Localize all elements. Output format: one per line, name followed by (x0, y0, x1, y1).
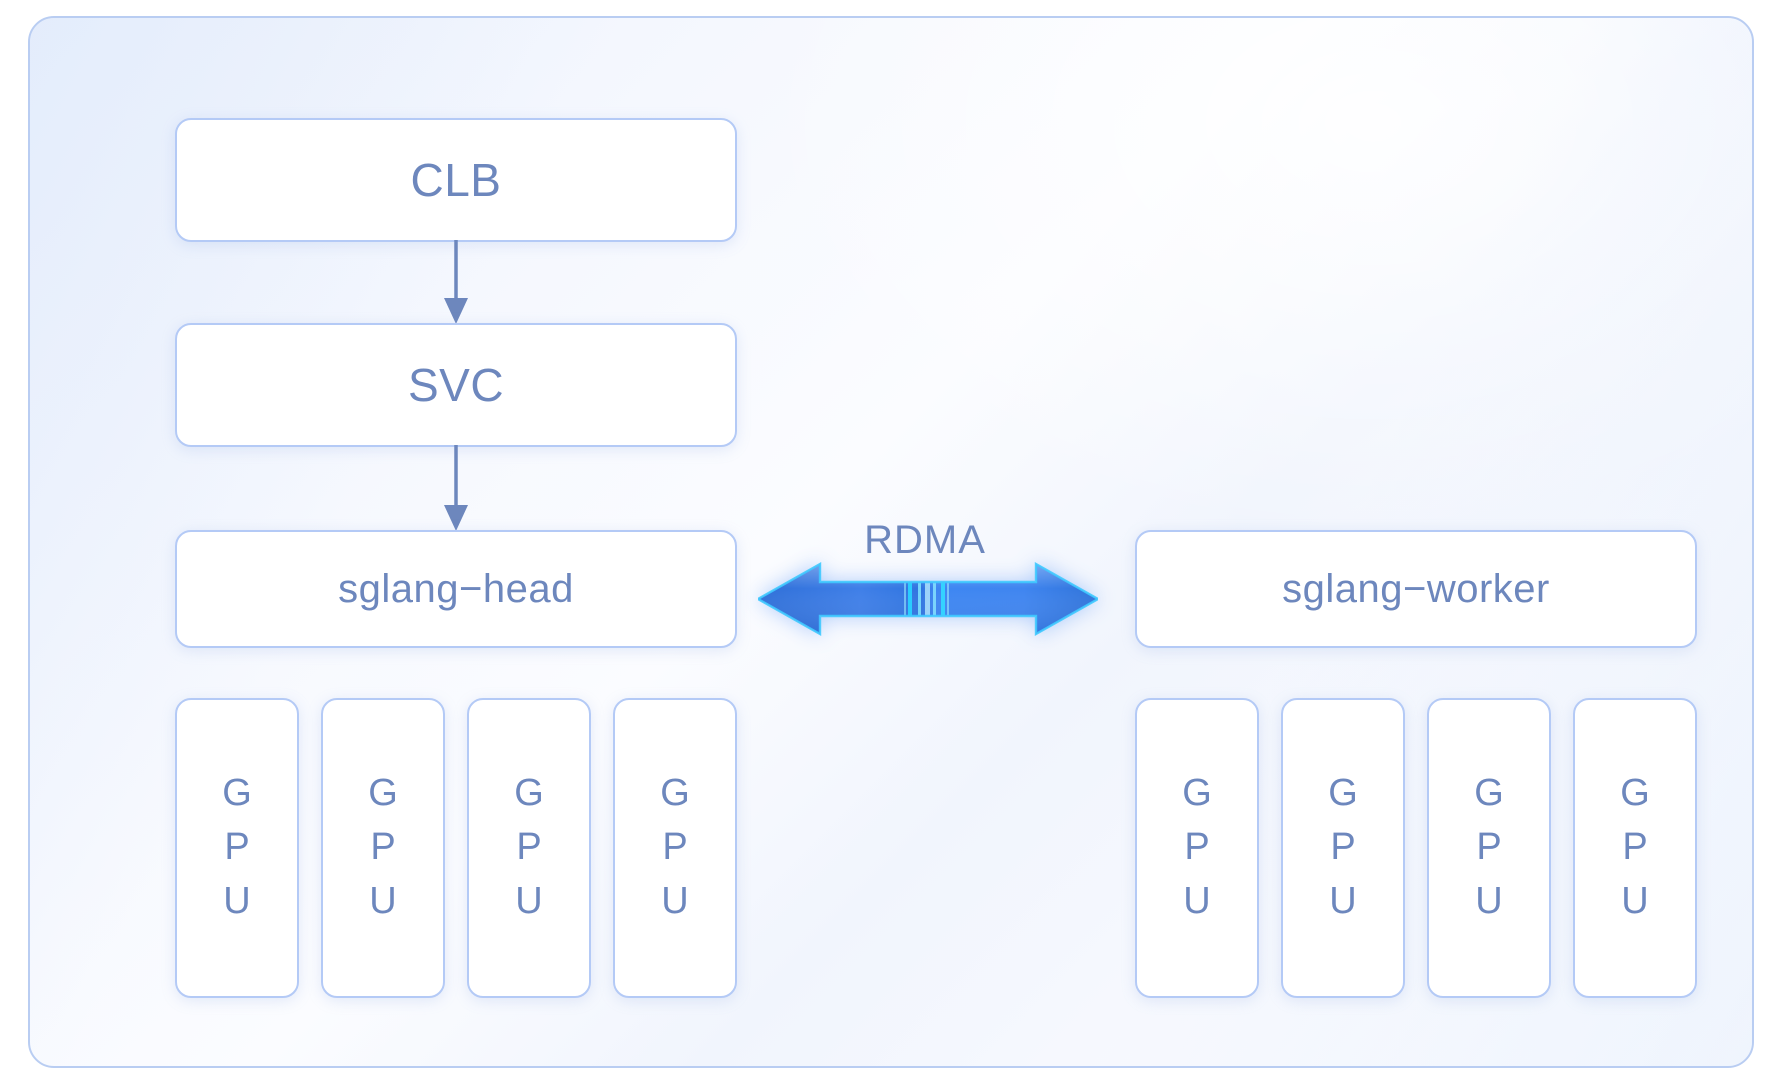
gpu-card-left-3[interactable]: G P U (467, 698, 591, 998)
gpu-letter: G (660, 772, 690, 815)
gpu-letter: P (224, 826, 250, 869)
gpu-letter: P (370, 826, 396, 869)
node-sglang-worker-label: sglang−worker (1282, 566, 1550, 611)
gpu-card-right-1[interactable]: G P U (1135, 698, 1259, 998)
gpu-letter: G (222, 772, 252, 815)
gpu-letter: U (515, 879, 543, 922)
gpu-letter: P (1622, 826, 1648, 869)
gpu-card-right-3[interactable]: G P U (1427, 698, 1551, 998)
gpu-letter: P (516, 826, 542, 869)
node-sglang-worker[interactable]: sglang−worker (1135, 530, 1697, 648)
gpu-letter: G (514, 772, 544, 815)
gpu-letter: U (661, 879, 689, 922)
gpu-card-left-1[interactable]: G P U (175, 698, 299, 998)
gpu-letter: U (1329, 879, 1357, 922)
gpu-letter: U (1475, 879, 1503, 922)
gpu-letter: P (1184, 826, 1210, 869)
gpu-card-right-4[interactable]: G P U (1573, 698, 1697, 998)
gpu-card-left-2[interactable]: G P U (321, 698, 445, 998)
gpu-letter: U (1183, 879, 1211, 922)
gpu-letter: U (223, 879, 251, 922)
gpu-letter: G (1182, 772, 1212, 815)
gpu-letter: G (1474, 772, 1504, 815)
rdma-bidirectional-arrow-icon (758, 561, 1098, 637)
connector-clb-to-svc (444, 240, 468, 324)
node-clb[interactable]: CLB (175, 118, 737, 242)
gpu-letter: U (369, 879, 397, 922)
gpu-letter: U (1621, 879, 1649, 922)
gpu-letter: G (1620, 772, 1650, 815)
gpu-letter: G (1328, 772, 1358, 815)
node-sglang-head-label: sglang−head (338, 566, 574, 611)
gpu-letter: P (662, 826, 688, 869)
rdma-link-label: RDMA (864, 518, 986, 562)
gpu-letter: G (368, 772, 398, 815)
node-sglang-head[interactable]: sglang−head (175, 530, 737, 648)
gpu-card-left-4[interactable]: G P U (613, 698, 737, 998)
connector-svc-to-head (444, 445, 468, 531)
diagram-panel: CLB SVC sglang−head G P U G P U (28, 16, 1754, 1068)
gpu-card-right-2[interactable]: G P U (1281, 698, 1405, 998)
node-svc[interactable]: SVC (175, 323, 737, 447)
gpu-letter: P (1476, 826, 1502, 869)
gpu-letter: P (1330, 826, 1356, 869)
node-clb-label: CLB (410, 154, 502, 206)
node-svc-label: SVC (407, 359, 505, 411)
